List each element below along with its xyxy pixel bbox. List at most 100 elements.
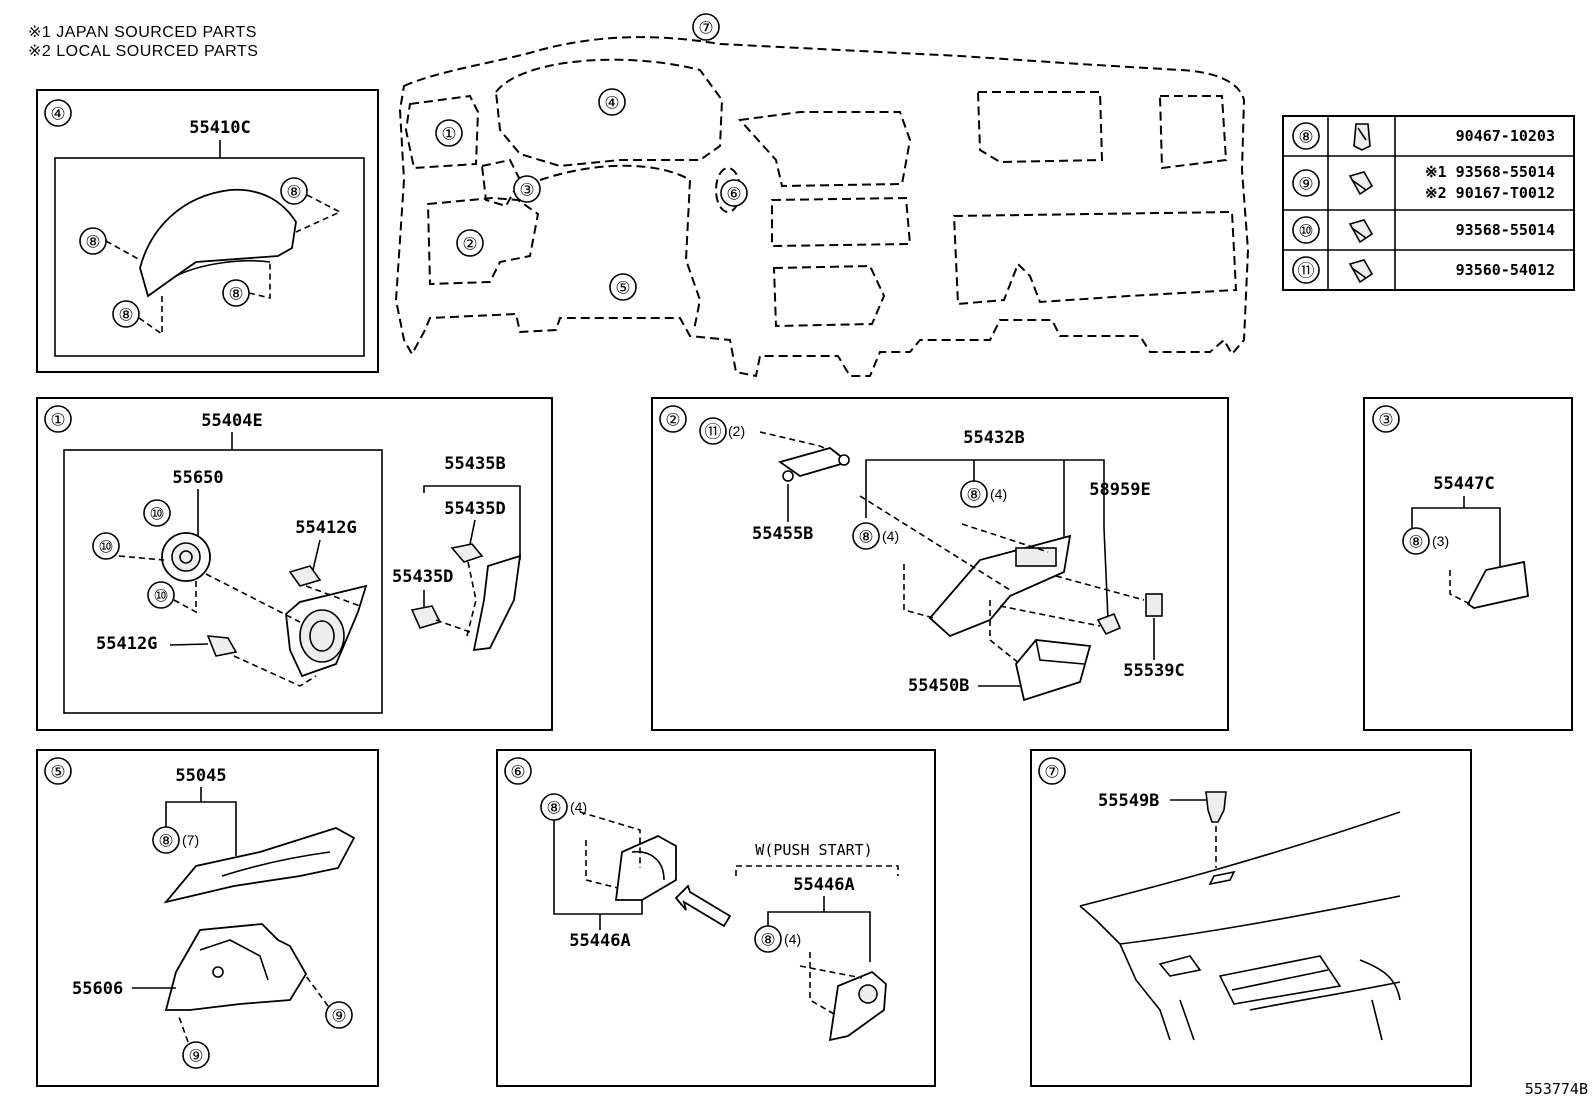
- part-55410C: 55410C: [189, 118, 250, 138]
- note-japan-sourced: ※1 JAPAN SOURCED PARTS: [28, 24, 257, 41]
- clip-55539C: [1145, 593, 1163, 617]
- speaker-part: [161, 532, 211, 582]
- svg-text:⑧: ⑧: [85, 233, 100, 252]
- svg-text:⑩: ⑩: [153, 587, 168, 606]
- svg-text:⑩: ⑩: [98, 538, 113, 557]
- table-ref-10: ⑩: [1298, 222, 1313, 241]
- part-55435D-upper: 55435D: [444, 499, 505, 519]
- lower-panel-part: [928, 534, 1072, 638]
- svg-text:⑨: ⑨: [188, 1047, 203, 1066]
- clip-55549B: [1205, 791, 1227, 823]
- panel-5: ⑤ 55045 ⑧ (7) 55606 ⑨ ⑨: [36, 749, 379, 1087]
- svg-text:(4): (4): [882, 528, 899, 544]
- svg-text:⑧: ⑧: [286, 183, 301, 202]
- overview-label-1: ①: [441, 125, 456, 144]
- svg-text:(4): (4): [990, 486, 1007, 502]
- note-local-sourced: ※2 LOCAL SOURCED PARTS: [28, 43, 258, 60]
- part-55455B: 55455B: [752, 524, 813, 544]
- part-55606: 55606: [72, 979, 123, 999]
- svg-text:(7): (7): [182, 832, 199, 848]
- panel-3: ③ 55447C ⑧ (3): [1363, 397, 1573, 731]
- part-55435B: 55435B: [444, 454, 505, 474]
- table-ref-8: ⑧: [1298, 128, 1313, 147]
- svg-text:⑩: ⑩: [149, 505, 164, 524]
- part-55450B: 55450B: [908, 676, 969, 696]
- svg-text:⑧: ⑧: [546, 799, 561, 818]
- part-55412G-lower: 55412G: [96, 634, 157, 654]
- part-58959E: 58959E: [1089, 480, 1150, 500]
- part-55045: 55045: [175, 766, 226, 786]
- diagram-code: 553774B: [1525, 1080, 1588, 1098]
- svg-text:⑧: ⑧: [1408, 533, 1423, 552]
- speaker-grille-part: [285, 584, 368, 678]
- panel-4: ④ 55410C ⑧ ⑧ ⑧ ⑧: [36, 89, 379, 373]
- overview-label-5: ⑤: [615, 279, 630, 298]
- table-number-9a: ※1 93568-55014: [1425, 163, 1555, 181]
- part-55539C: 55539C: [1123, 661, 1184, 681]
- part-55404E: 55404E: [201, 411, 262, 431]
- panel-2-ref: ②: [665, 411, 680, 430]
- svg-text:⑧: ⑧: [760, 931, 775, 950]
- svg-text:(4): (4): [570, 799, 587, 815]
- svg-text:(3): (3): [1432, 533, 1449, 549]
- svg-text:⑧: ⑧: [228, 285, 243, 304]
- dashboard-perspective: [1079, 811, 1401, 1041]
- part-55435D-lower: 55435D: [392, 567, 453, 587]
- part-55650: 55650: [172, 468, 223, 488]
- table-number-11: 93560-54012: [1456, 261, 1555, 279]
- table-number-9b: ※2 90167-T0012: [1425, 184, 1555, 202]
- part-55549B: 55549B: [1098, 791, 1159, 811]
- overview-label-6: ⑥: [726, 185, 741, 204]
- panel-3-ref: ③: [1378, 411, 1393, 430]
- table-ref-9: ⑨: [1298, 175, 1313, 194]
- svg-text:(4): (4): [784, 931, 801, 947]
- overview-label-3: ③: [519, 181, 534, 200]
- table-ref-11: ⑪: [1298, 262, 1315, 281]
- garnish-55447C: [1466, 560, 1529, 609]
- part-55432B: 55432B: [963, 428, 1024, 448]
- box-55450B: [1015, 639, 1092, 702]
- switch-bezel-part: [614, 834, 677, 901]
- panel-6: ⑥ ⑧ (4) 55446A W(PUSH START) 55446A ⑧ (4…: [496, 749, 936, 1087]
- part-55447C: 55447C: [1433, 474, 1494, 494]
- push-start-bezel-part: [828, 970, 887, 1042]
- panel-55045-part: [163, 827, 356, 904]
- panel-2: ② ⑪ (2) 55455B 55432B ⑧ (4) ⑧ (4) 58959E: [651, 397, 1229, 731]
- panel-4-ref: ④: [50, 105, 65, 124]
- fastener-table: ⑧ 90467-10203 ⑨ ※1 93568-55014 ※2 90167-…: [1282, 115, 1575, 291]
- panel-1-ref: ①: [50, 411, 65, 430]
- panel-7: ⑦ 55549B: [1030, 749, 1472, 1087]
- screw-icon: [1348, 219, 1374, 244]
- svg-text:⑧: ⑧: [158, 832, 173, 851]
- panel-5-ref: ⑤: [50, 763, 65, 782]
- overview-callouts: ① ② ③ ④ ⑤ ⑥ ⑦: [435, 13, 748, 301]
- overview-label-4: ④: [604, 94, 619, 113]
- bracket-55455B: [777, 447, 850, 482]
- arrow-icon: [674, 884, 732, 928]
- svg-text:⑧: ⑧: [858, 528, 873, 547]
- svg-text:(2): (2): [728, 423, 745, 439]
- svg-text:⑨: ⑨: [331, 1007, 346, 1026]
- panel-1: ① 55404E 55650 ⑩ ⑩ ⑩ 55412G 55412G 55435…: [36, 397, 553, 731]
- panel-7-ref: ⑦: [1044, 763, 1059, 782]
- clip-icon: [1353, 123, 1371, 151]
- connector-58959E: [1096, 612, 1122, 636]
- dashboard-overview: [394, 36, 1250, 378]
- svg-text:⑪: ⑪: [705, 423, 722, 442]
- lower-cover-55606: [164, 923, 308, 1011]
- meter-hood-part: [139, 188, 297, 298]
- svg-text:⑧: ⑧: [118, 306, 133, 325]
- table-number-8: 90467-10203: [1456, 127, 1555, 145]
- panel-6-ref: ⑥: [510, 763, 525, 782]
- table-number-10: 93568-55014: [1456, 221, 1555, 239]
- svg-text:⑧: ⑧: [966, 486, 981, 505]
- variant-push-start: W(PUSH START): [755, 841, 872, 859]
- screw-icon: [1348, 171, 1374, 196]
- overview-label-2: ②: [462, 235, 477, 254]
- part-55412G-upper: 55412G: [295, 518, 356, 538]
- overview-label-7: ⑦: [698, 19, 713, 38]
- part-55446A-right: 55446A: [793, 875, 854, 895]
- screw-icon: [1348, 259, 1374, 284]
- part-55446A-left: 55446A: [569, 931, 630, 951]
